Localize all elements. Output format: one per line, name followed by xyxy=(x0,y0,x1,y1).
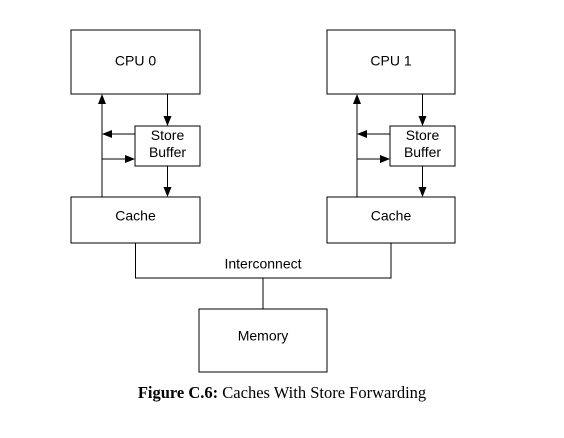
figure-caption: Figure C.6: Caches With Store Forwarding xyxy=(0,383,564,403)
cpu1-connections xyxy=(353,94,427,197)
store-buffer-0-label-line1: Store xyxy=(151,127,185,143)
interconnect-label: Interconnect xyxy=(224,256,301,272)
cache1-box xyxy=(326,196,456,244)
store-buffer-1-box xyxy=(389,125,456,167)
cpu0-box xyxy=(70,29,201,95)
cpu1-node: CPU 1 xyxy=(326,29,456,95)
cache0-node: Cache xyxy=(70,196,201,244)
figure-title: Caches With Store Forwarding xyxy=(218,383,427,402)
cpu0-label: CPU 0 xyxy=(115,53,156,69)
figure-number: Figure C.6: xyxy=(137,383,219,402)
cache0-label: Cache xyxy=(115,208,156,224)
store-buffer-0-box xyxy=(134,125,201,167)
memory-box xyxy=(198,308,328,373)
store-buffer-1-label-line2: Buffer xyxy=(404,144,441,160)
cpu0-node: CPU 0 xyxy=(70,29,201,95)
store-buffer-1-node: Store Buffer xyxy=(389,125,456,167)
memory-label: Memory xyxy=(238,328,289,344)
store-buffer-0-node: Store Buffer xyxy=(134,125,201,167)
interconnect: Interconnect xyxy=(135,243,392,309)
cpu1-box xyxy=(326,29,456,95)
cache1-node: Cache xyxy=(326,196,456,244)
store-buffer-1-label-line1: Store xyxy=(406,127,440,143)
cpu0-connections xyxy=(98,94,172,197)
cache1-label: Cache xyxy=(371,208,412,224)
cpu1-label: CPU 1 xyxy=(370,53,411,69)
cache0-box xyxy=(70,196,201,244)
store-buffer-0-label-line2: Buffer xyxy=(149,144,186,160)
memory-node: Memory xyxy=(198,308,328,373)
